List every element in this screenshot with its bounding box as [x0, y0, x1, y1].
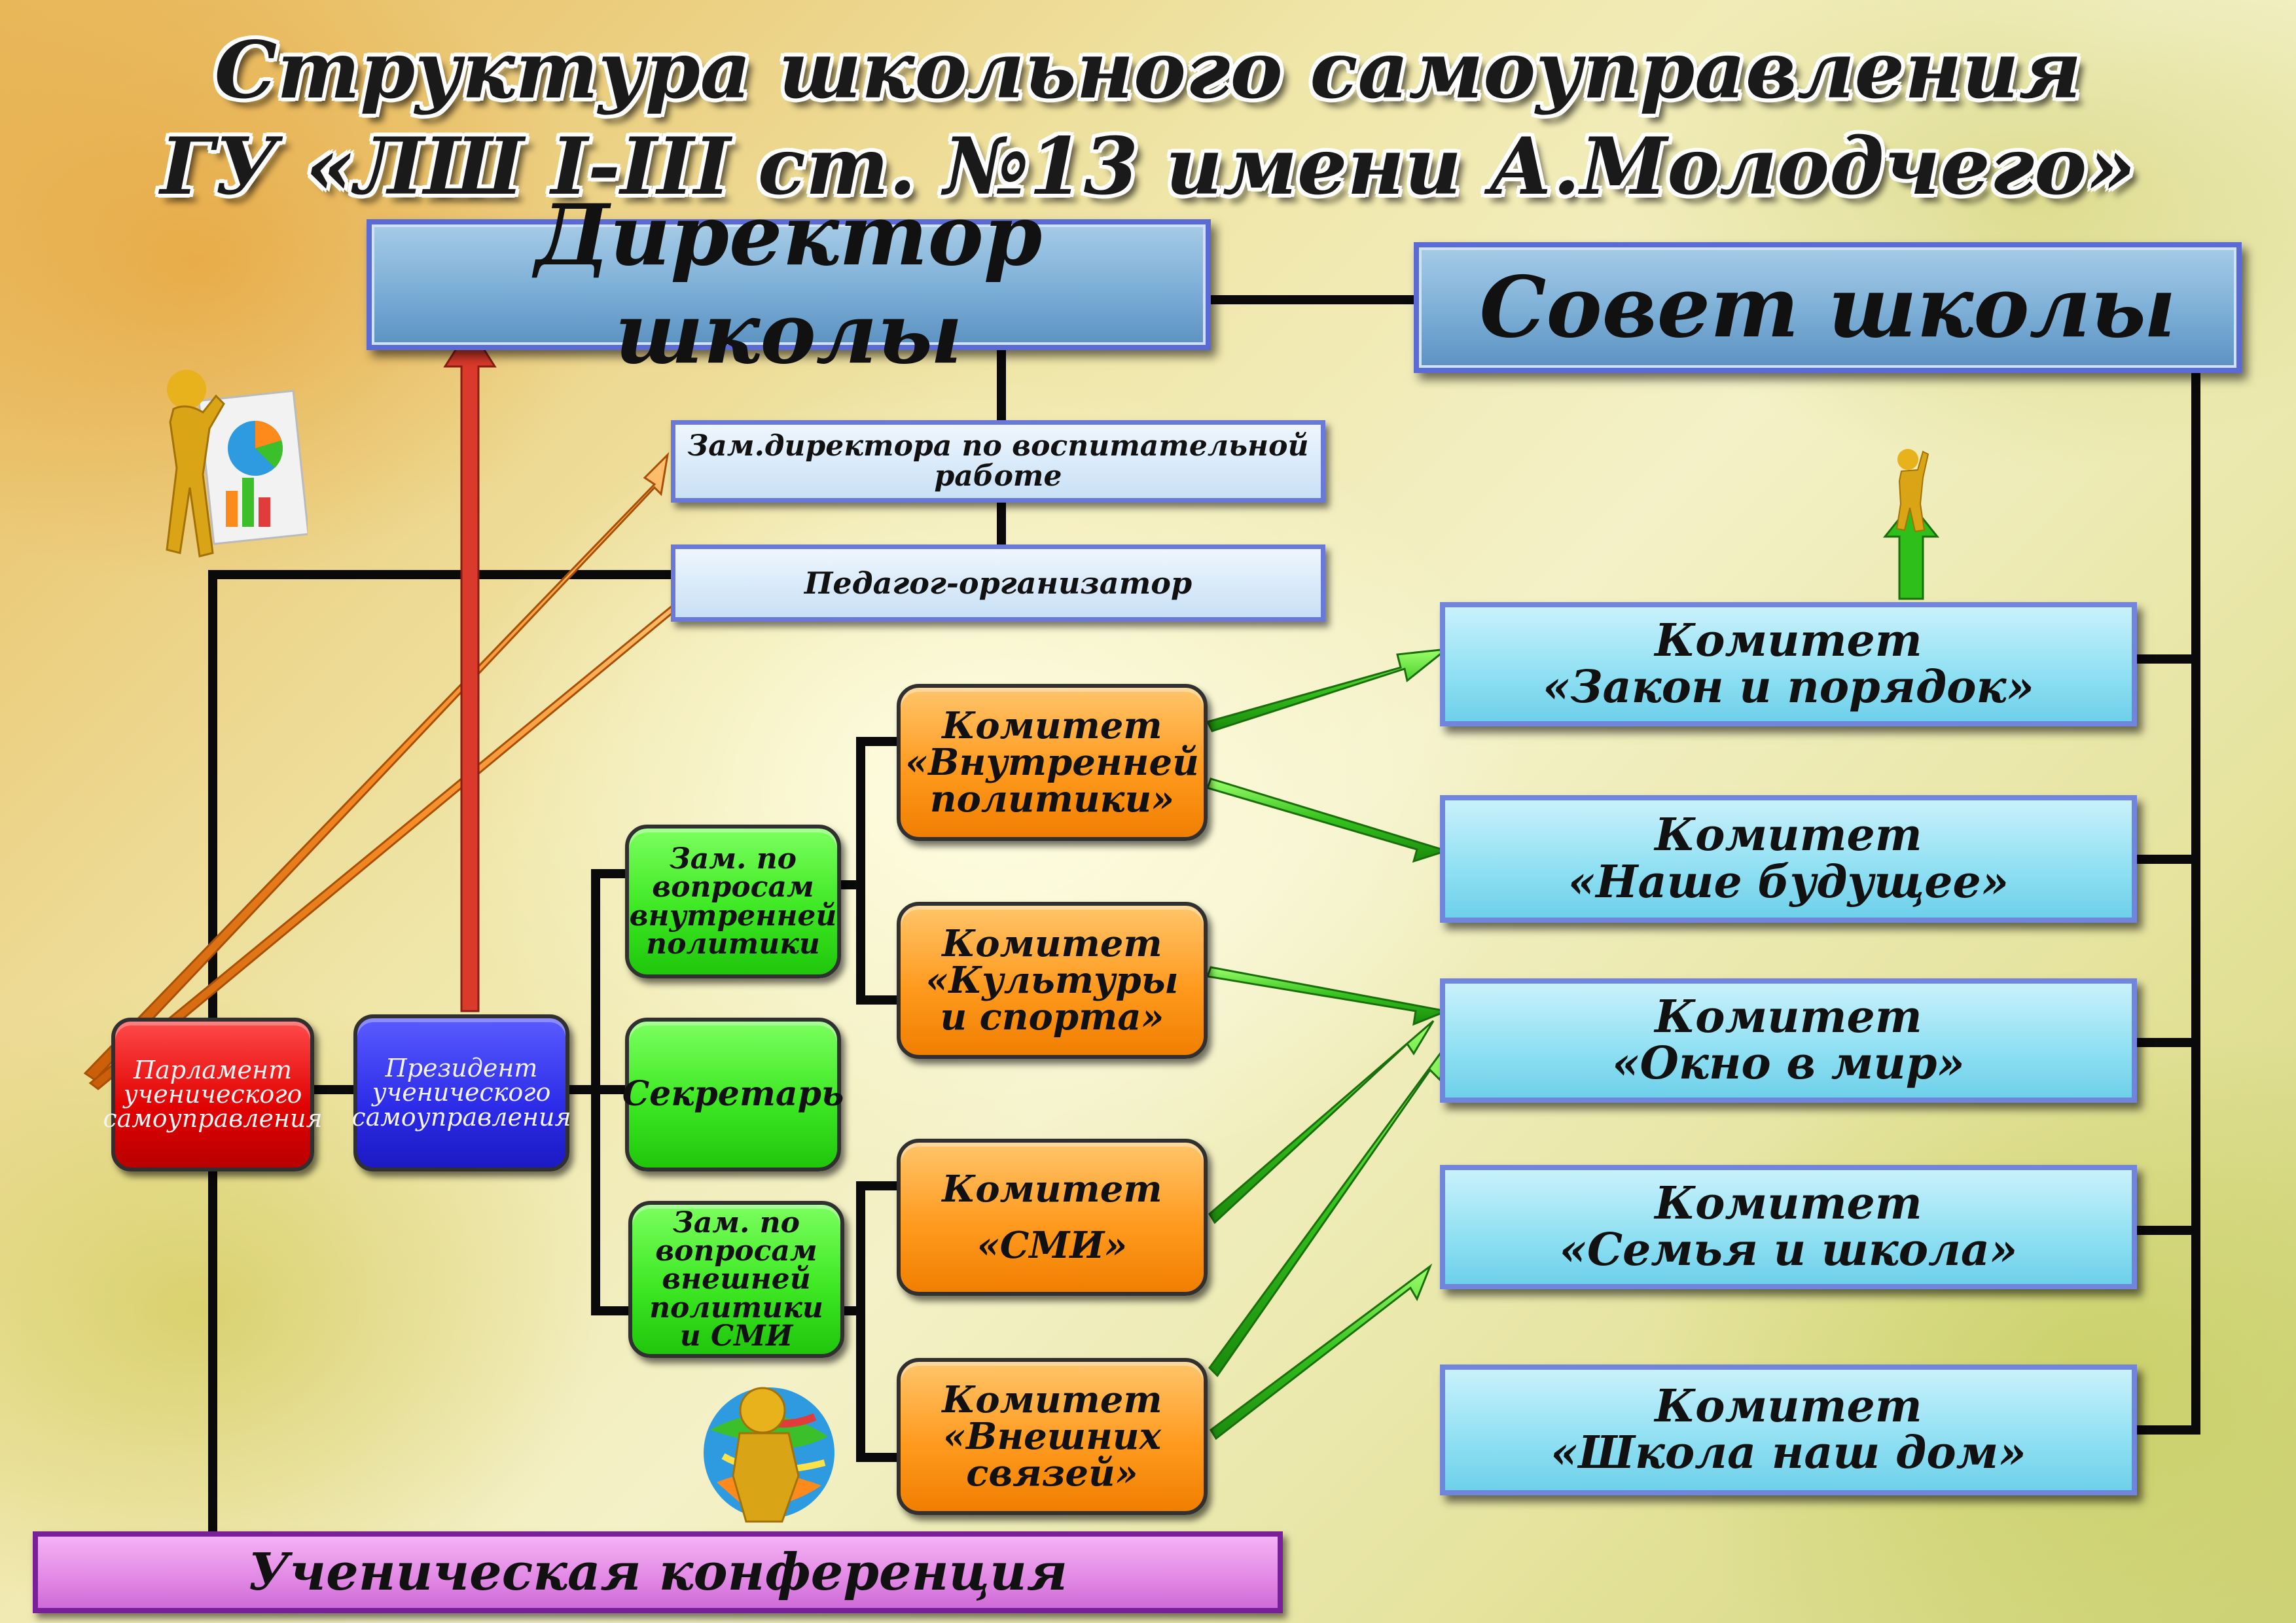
- committee-internal-box: Комитет «Внутренней политики»: [897, 684, 1208, 841]
- title-line-1: Структура школьного самоуправления: [214, 24, 2082, 116]
- committee-home-box: Комитет «Школа наш дом»: [1440, 1364, 2137, 1495]
- committee-family-title: Комитет: [1655, 1177, 1922, 1230]
- deputy-internal-box: Зам. по вопросам внутренней политики: [625, 825, 841, 978]
- committee-future-name: «Наше будущее»: [1568, 855, 2009, 908]
- arrow-culture-window: [1206, 966, 1450, 1026]
- red-arrow: [443, 325, 497, 1012]
- committee-internal-name: «Внутренней политики»: [905, 741, 1199, 821]
- deputy-label: Зам.директора по воспитательной работе: [687, 429, 1309, 493]
- committee-window-box: Комитет «Окно в мир»: [1440, 978, 2137, 1103]
- committee-external-title: Комитет: [942, 1378, 1162, 1421]
- committee-media-box: Комитет «СМИ»: [897, 1139, 1208, 1296]
- committee-external-name: «Внешних связей»: [943, 1415, 1161, 1495]
- committee-culture-name: «Культуры и спорта»: [925, 959, 1179, 1039]
- arrow-parliament-deputy: [83, 452, 670, 1081]
- organizer-label: Педагог-организатор: [804, 565, 1193, 601]
- committee-culture-box: Комитет «Культуры и спорта»: [897, 902, 1208, 1059]
- director-label: Директор школы: [535, 187, 1043, 383]
- committee-home-title: Комитет: [1655, 1380, 1922, 1433]
- organizer-box: Педагог-организатор: [671, 544, 1325, 622]
- arrow-internal-future: [1206, 777, 1450, 863]
- gold-figure-chart-icon: [166, 370, 308, 558]
- committee-internal-title: Комитет: [942, 704, 1162, 747]
- parliament-box: Парламент ученического самоуправления: [103, 1018, 323, 1171]
- council-box: Совет школы: [1414, 242, 2242, 373]
- committee-media-name: «СМИ»: [977, 1224, 1128, 1267]
- committee-law-name: «Закон и порядок»: [1543, 661, 2034, 713]
- arrow-external-window: [1208, 1040, 1451, 1378]
- president-box: Президент ученического самоуправления: [351, 1014, 571, 1171]
- arrow-internal-law: [1206, 647, 1450, 732]
- connector-lines: [208, 295, 2200, 1536]
- president-label: Президент ученического самоуправления: [351, 1054, 571, 1132]
- committee-law-box: Комитет «Закон и порядок»: [1440, 602, 2137, 726]
- secretary-box: Секретарь: [622, 1018, 844, 1171]
- arrow-parliament-organizer: [88, 580, 706, 1090]
- committee-culture-title: Комитет: [942, 922, 1162, 965]
- arrow-external-family: [1210, 1263, 1433, 1440]
- parliament-label: Парламент ученического самоуправления: [103, 1055, 323, 1133]
- committee-home-name: «Школа наш дом»: [1551, 1427, 2026, 1479]
- gold-figure-globe-icon: [704, 1387, 834, 1523]
- deputy-external-box: Зам. по вопросам внешней политики и СМИ: [628, 1201, 844, 1358]
- arrow-media-window: [1208, 1020, 1435, 1224]
- director-box: Директор школы: [367, 187, 1211, 383]
- committee-media-title: Комитет: [942, 1168, 1162, 1211]
- committee-future-box: Комитет «Наше будущее»: [1440, 795, 2137, 923]
- green-arrows: [1206, 647, 1451, 1440]
- secretary-label: Секретарь: [622, 1074, 844, 1115]
- conference-label: Ученическая конференция: [248, 1543, 1067, 1602]
- committee-law-title: Комитет: [1655, 614, 1922, 667]
- committee-family-name: «Семья и школа»: [1559, 1224, 2018, 1276]
- committee-family-box: Комитет «Семья и школа»: [1440, 1165, 2137, 1289]
- deputy-box: Зам.директора по воспитательной работе: [671, 420, 1325, 503]
- council-label: Совет школы: [1479, 259, 2176, 357]
- committee-window-title: Комитет: [1655, 990, 1922, 1043]
- deputy-internal-label: Зам. по вопросам внутренней политики: [629, 842, 837, 961]
- committee-future-title: Комитет: [1655, 809, 1922, 862]
- arrow-president-director: [443, 325, 497, 1012]
- committee-external-box: Комитет «Внешних связей»: [897, 1358, 1208, 1515]
- deputy-external-label: Зам. по вопросам внешней политики и СМИ: [649, 1206, 823, 1353]
- committee-window-name: «Окно в мир»: [1612, 1037, 1965, 1090]
- title-line-2: ГУ «ЛШ I-III ст. №13 имени А.Молодчего»: [160, 120, 2136, 213]
- conference-box: Ученическая конференция: [33, 1531, 1283, 1613]
- gold-figure-arrow-icon: [1882, 449, 1940, 600]
